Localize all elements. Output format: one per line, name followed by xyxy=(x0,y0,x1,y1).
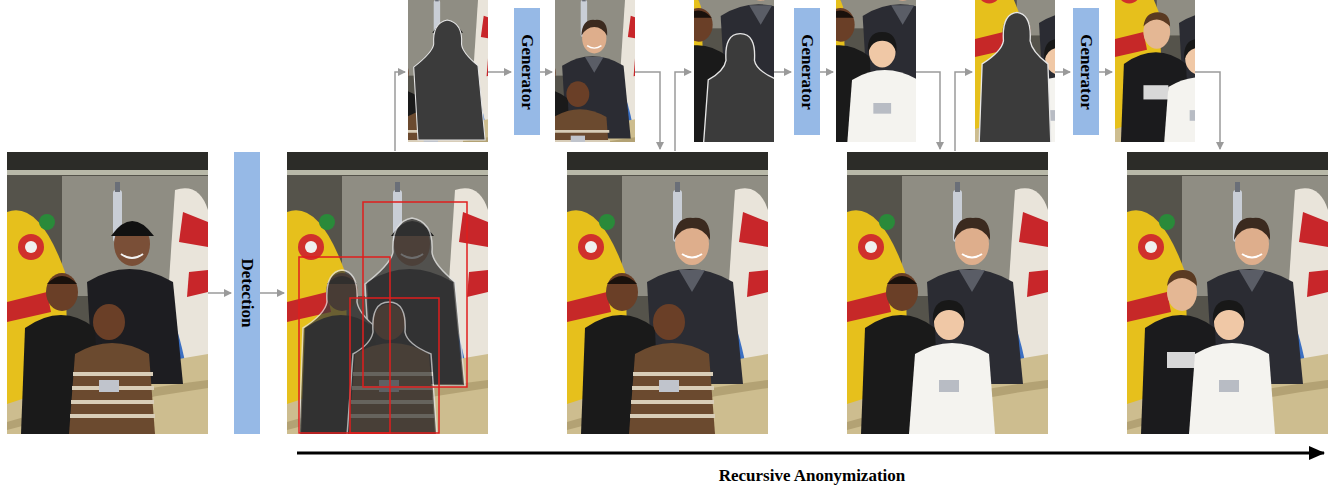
step-one-photo xyxy=(567,152,768,434)
generator-box: Generator xyxy=(1073,8,1099,135)
detection-box: Detection xyxy=(234,152,260,434)
generated-crop xyxy=(505,0,649,174)
detected-photo xyxy=(287,152,488,436)
stage-label: Generator xyxy=(1078,34,1095,110)
stage-label: Generator xyxy=(799,34,816,110)
generator-box: Generator xyxy=(794,8,820,135)
generated-crop xyxy=(792,0,971,151)
progress-arrow xyxy=(297,452,1324,455)
stage-label: Detection xyxy=(239,259,256,328)
flow-arrows xyxy=(208,72,1220,293)
step-three-photo xyxy=(1127,152,1328,434)
masked-crop xyxy=(358,0,502,174)
step-two-photo xyxy=(847,152,1048,434)
generator-box: Generator xyxy=(514,8,540,135)
masked-crop xyxy=(650,0,829,153)
axis-caption: Recursive Anonymization xyxy=(719,466,906,486)
input-photo xyxy=(7,152,208,434)
generated-crop xyxy=(1108,0,1287,158)
stage-label: Generator xyxy=(519,34,536,110)
